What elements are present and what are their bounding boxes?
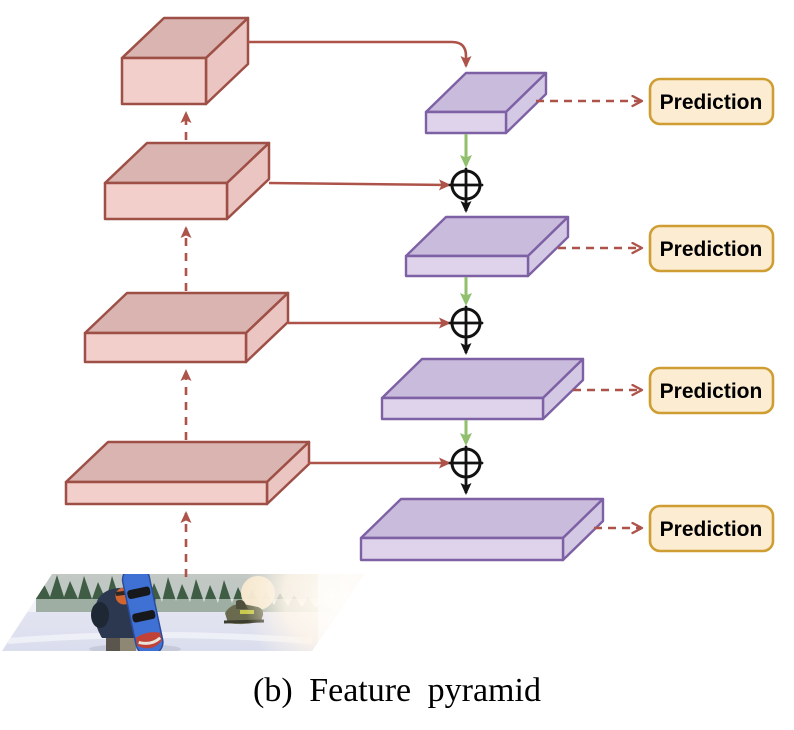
prediction-label: Prediction: [660, 380, 763, 403]
prediction-box: Prediction: [648, 504, 775, 553]
prediction-box: Prediction: [648, 366, 775, 415]
backbone-feature-map-4: [64, 440, 311, 506]
lateral-connection-arrow-2: [268, 179, 451, 191]
pyramid-feature-map-1: [424, 71, 548, 135]
add-icon: [448, 167, 484, 203]
snowboard: [121, 574, 164, 651]
prediction-box: Prediction: [648, 224, 775, 273]
backbone-feature-map-1: [120, 16, 250, 106]
pyramid-feature-map-3: [380, 357, 585, 421]
input-image: [2, 574, 364, 651]
backbone-feature-map-3: [83, 291, 290, 364]
add-icon: [448, 305, 484, 341]
pyramid-feature-map-2: [404, 215, 570, 278]
lateral-connection-arrow-1: [248, 40, 472, 68]
glare-fade: [318, 574, 364, 651]
add-icon: [448, 445, 484, 481]
prediction-label: Prediction: [660, 91, 763, 114]
prediction-label: Prediction: [660, 238, 763, 261]
backbone-feature-map-2: [103, 141, 271, 221]
prediction-box: Prediction: [648, 77, 775, 126]
pyramid-feature-map-4: [359, 497, 605, 562]
figure-caption: (b) Feature pyramid: [253, 672, 541, 709]
prediction-label: Prediction: [660, 518, 763, 541]
